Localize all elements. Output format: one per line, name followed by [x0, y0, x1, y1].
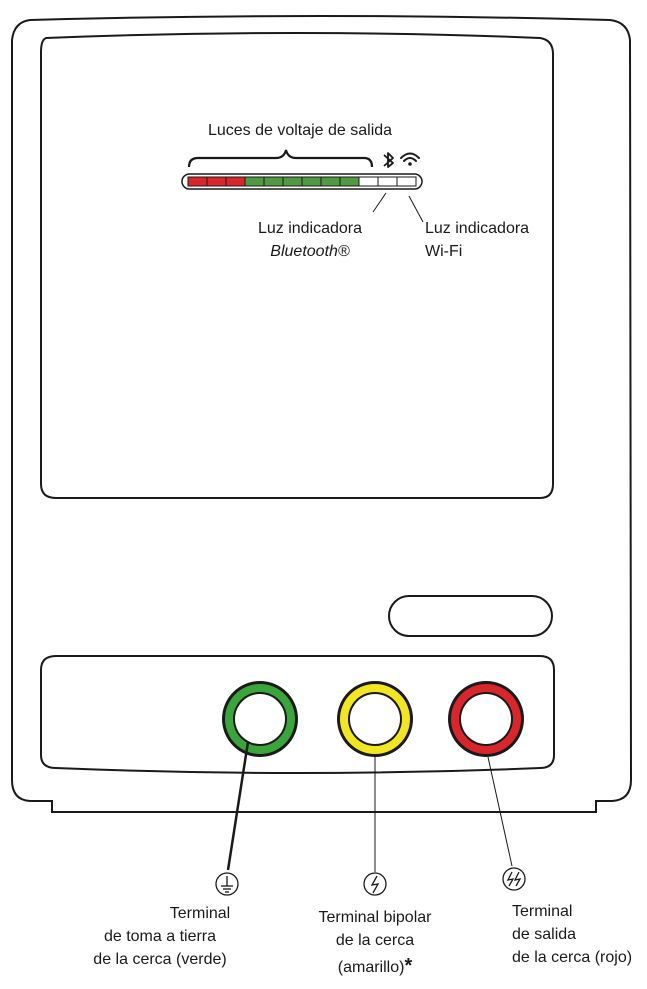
output-leader — [487, 756, 513, 867]
led-white-segment — [396, 176, 417, 187]
led-green-segment — [244, 176, 265, 187]
single-lightning-symbol-icon — [363, 872, 387, 896]
wifi-indicator-label-line2: Wi-Fi — [425, 243, 463, 260]
wifi-icon — [400, 152, 420, 166]
led-green-segment — [263, 176, 284, 187]
double-lightning-symbol-icon — [502, 867, 526, 891]
bluetooth-icon — [383, 152, 394, 168]
output-terminal-label-line1: Terminal — [512, 903, 573, 920]
led-green-segment — [339, 176, 360, 187]
output-terminal-label-line3: de la cerca (rojo) — [512, 949, 633, 966]
housing-outline — [11, 15, 633, 813]
ground-terminal[interactable] — [222, 681, 298, 757]
ground-terminal-label-line2: de toma a tierra — [103, 928, 217, 945]
bluetooth-indicator-label-line1: Luz indicadora — [257, 220, 363, 237]
led-red-segment — [187, 176, 208, 187]
output-terminal-label-line2: de salida — [512, 926, 577, 943]
wifi-leader — [408, 195, 424, 223]
led-white-segment — [358, 176, 379, 187]
bipolar-terminal-label-line3: (amarillo) — [337, 959, 405, 976]
terminal-panel — [40, 655, 555, 774]
ground-terminal-label-line1: Terminal — [169, 905, 231, 922]
bluetooth-leader — [372, 192, 387, 213]
ground-symbol-icon — [215, 872, 239, 896]
brace — [187, 149, 374, 168]
led-green-segment — [301, 176, 322, 187]
output-terminal[interactable] — [448, 681, 524, 757]
slot-button[interactable] — [388, 595, 553, 637]
led-red-segment — [206, 176, 227, 187]
display-window — [40, 32, 554, 499]
ground-wire — [226, 741, 250, 871]
bipolar-terminal-label-line1: Terminal bipolar — [318, 909, 432, 926]
led-white-segment — [377, 176, 398, 187]
wifi-indicator-label-line1: Luz indicadora — [425, 220, 530, 237]
bipolar-terminal-label-line3-wrap: (amarillo)* — [295, 956, 455, 978]
led-green-segment — [320, 176, 341, 187]
led-green-segment — [282, 176, 303, 187]
led-segments — [187, 176, 417, 187]
ground-terminal-label-line3: de la cerca (verde) — [93, 951, 227, 968]
asterisk-note-marker: * — [404, 955, 413, 977]
bipolar-terminal[interactable] — [337, 681, 413, 757]
bluetooth-indicator-label-line2: Bluetooth® — [270, 243, 350, 260]
output-voltage-lights-label: Luces de voltaje de salida — [207, 122, 393, 139]
bipolar-terminal-label-line2: de la cerca — [335, 932, 415, 949]
led-red-segment — [225, 176, 246, 187]
